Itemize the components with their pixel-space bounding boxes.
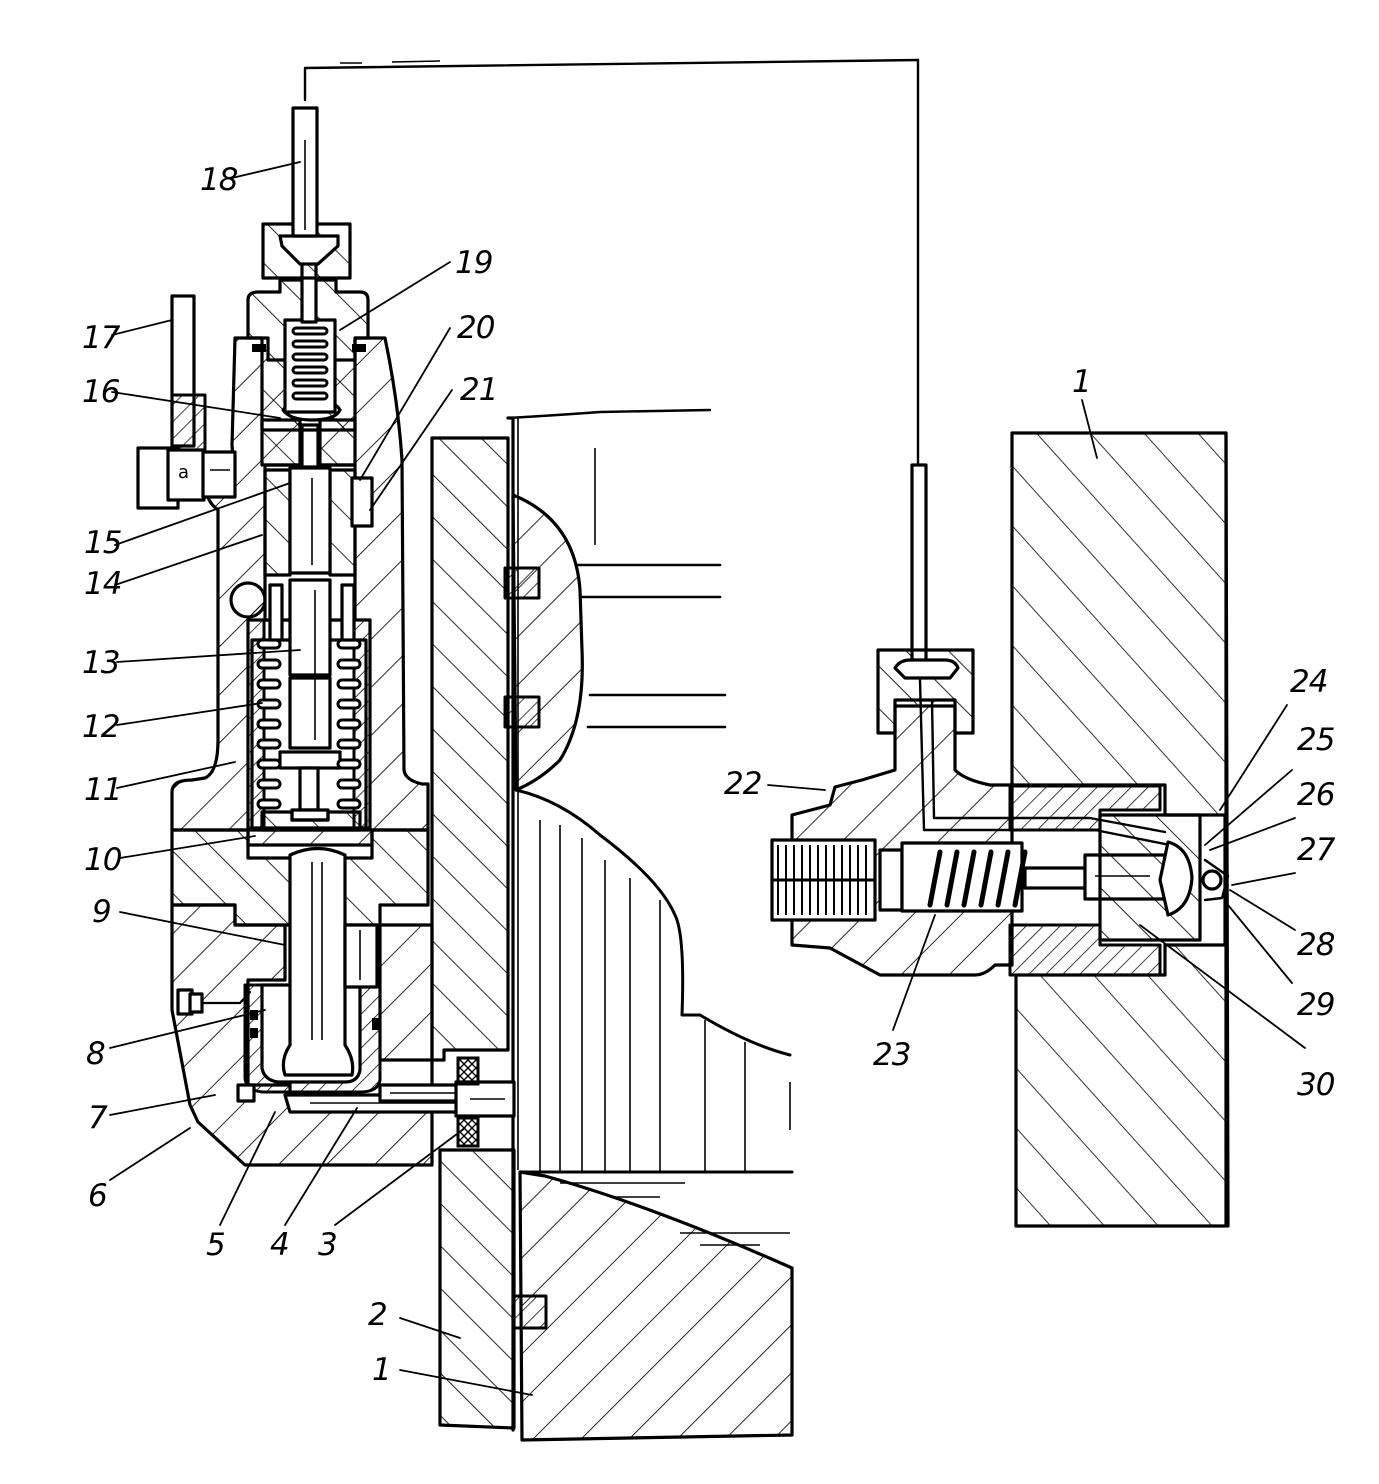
callout-17: 17 <box>82 320 121 356</box>
valve-spring-coils <box>291 326 329 401</box>
leader-lines <box>109 161 1306 1396</box>
spring-coil <box>1012 849 1028 908</box>
callout-2: 2 <box>368 1297 387 1333</box>
callout-9: 9 <box>92 894 111 930</box>
callout-25: 25 <box>1297 722 1335 758</box>
spring-coil <box>256 758 282 770</box>
spring-coil <box>995 849 1011 908</box>
spring-coil <box>927 849 943 908</box>
spring-coil <box>336 778 362 790</box>
callout-21: 21 <box>460 372 497 408</box>
callout-6: 6 <box>88 1178 107 1214</box>
injection-valve <box>770 463 1230 977</box>
callout-30: 30 <box>1297 1067 1335 1103</box>
callout-11: 11 <box>84 772 121 808</box>
callout-29: 29 <box>1297 987 1334 1023</box>
cylinder-liner <box>503 408 794 1442</box>
callout-4: 4 <box>270 1227 289 1263</box>
callout-3: 3 <box>318 1227 337 1263</box>
spring-coil <box>291 352 329 362</box>
spring-coil <box>336 698 362 710</box>
callout-24: 24 <box>1290 664 1327 700</box>
spring-coil <box>256 778 282 790</box>
spring-coil <box>944 849 960 908</box>
spring-coil <box>978 849 994 908</box>
spring-coil <box>336 798 362 810</box>
callout-12: 12 <box>82 709 119 745</box>
injector-spring-coils <box>927 849 1028 908</box>
spring-coil <box>256 718 282 730</box>
callout-23: 23 <box>873 1037 910 1073</box>
callout-1-left: 1 <box>372 1352 391 1388</box>
spring-coil <box>336 718 362 730</box>
callout-15: 15 <box>84 525 122 561</box>
spring-coil <box>256 678 282 690</box>
callout-20: 20 <box>457 310 495 346</box>
callout-8: 8 <box>86 1036 105 1072</box>
callout-16: 16 <box>82 374 120 410</box>
callout-18: 18 <box>200 162 238 198</box>
callout-1-right: 1 <box>1072 364 1091 400</box>
callout-labels: 18 19 20 21 17 16 15 14 13 12 11 10 9 8 … <box>82 162 1337 1388</box>
lubricator-spring-assembly <box>229 578 372 832</box>
spring-coil <box>291 326 329 336</box>
fitting-letter-a: a <box>178 462 189 483</box>
spring-coil <box>336 758 362 770</box>
lubricator-upper-valve: a <box>136 106 374 577</box>
callout-19: 19 <box>455 245 492 281</box>
spring-coil <box>291 365 329 375</box>
callout-7: 7 <box>88 1100 108 1136</box>
cylinder-jacket-wall <box>430 436 516 1430</box>
spring-coil <box>336 678 362 690</box>
spring-coil <box>256 658 282 670</box>
callout-26: 26 <box>1297 777 1335 813</box>
cylinder-wall-right <box>1010 431 1230 1228</box>
callout-10: 10 <box>84 842 122 878</box>
spring-coil <box>291 378 329 388</box>
spring-coil <box>256 738 282 750</box>
callout-5: 5 <box>206 1227 225 1263</box>
callout-27: 27 <box>1297 832 1336 868</box>
callout-13: 13 <box>82 645 119 681</box>
plug-threads <box>772 845 875 915</box>
connecting-pipe-line <box>303 58 920 467</box>
spring-coil <box>256 798 282 810</box>
callout-22: 22 <box>724 766 761 802</box>
spring-coil <box>336 738 362 750</box>
spring-coil <box>336 658 362 670</box>
spring-coils <box>256 638 362 810</box>
spring-coil <box>291 391 329 401</box>
spring-coil <box>961 849 977 908</box>
callout-14: 14 <box>84 566 121 602</box>
callout-28: 28 <box>1297 927 1335 963</box>
spring-coil <box>291 339 329 349</box>
